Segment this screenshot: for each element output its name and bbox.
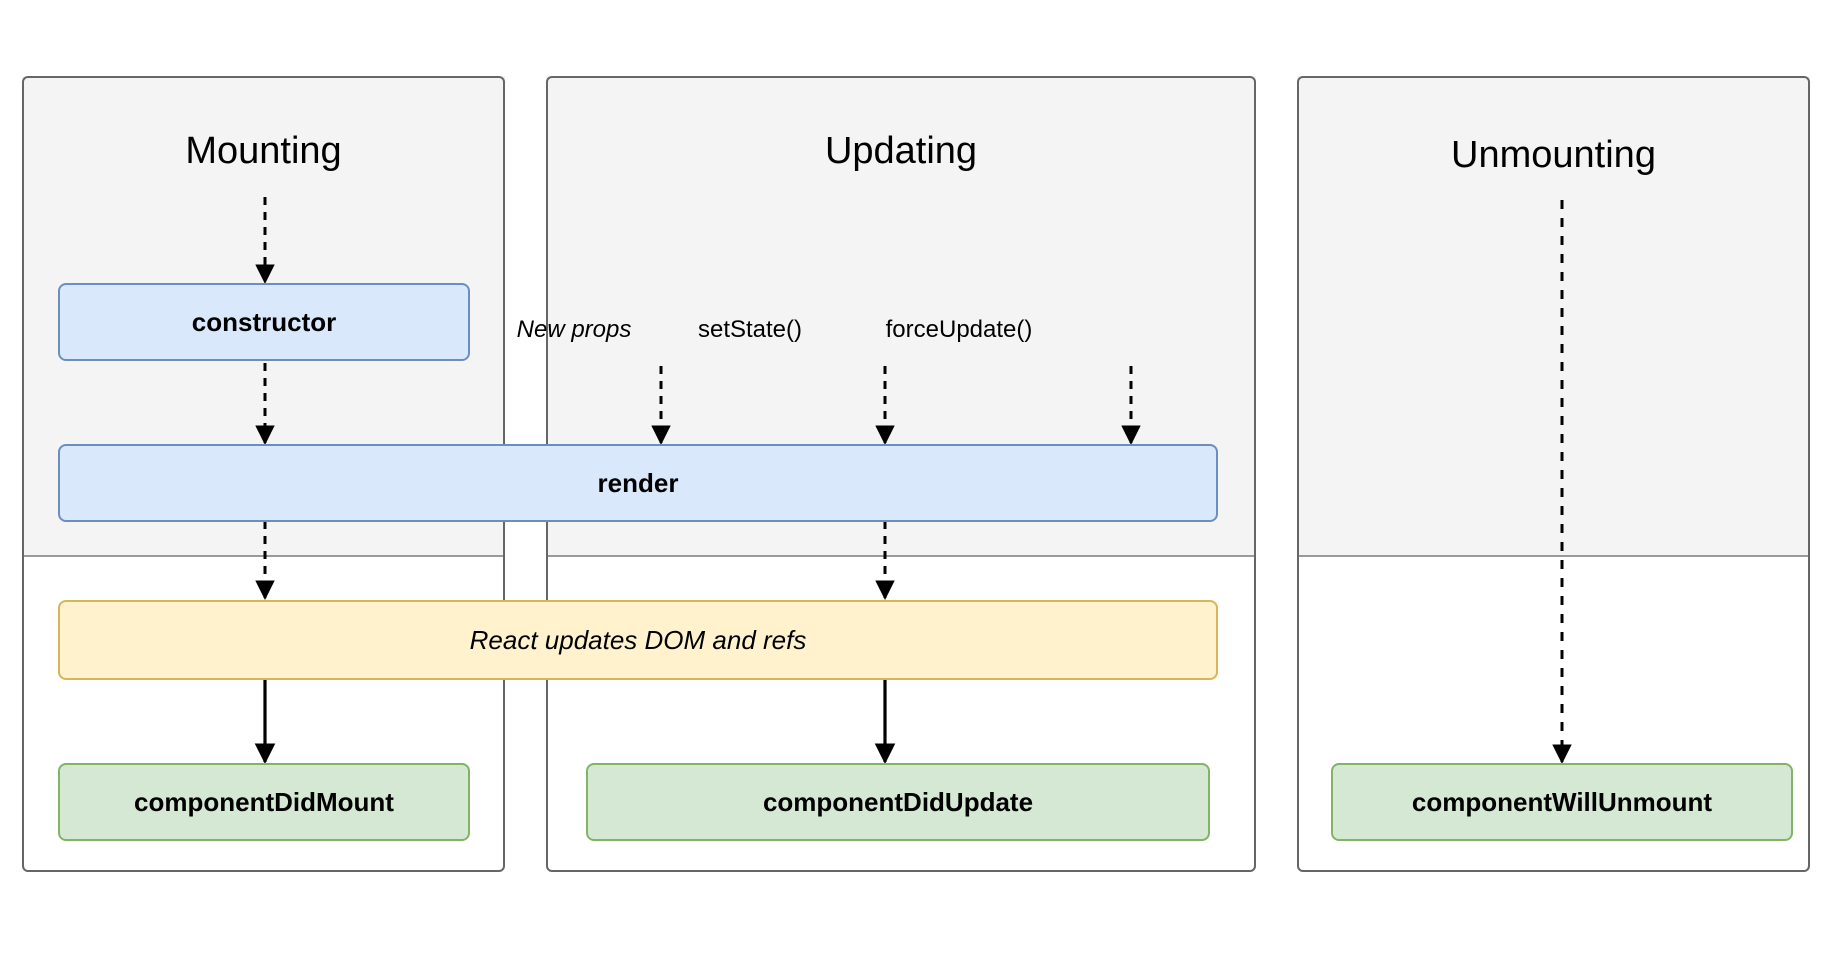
node-component-did-mount-label: componentDidMount — [134, 786, 394, 817]
phase-title-unmounting: Unmounting — [1451, 134, 1656, 176]
trigger-label-set-state: setState() — [697, 316, 803, 343]
node-component-did-mount[interactable]: componentDidMount — [58, 763, 470, 841]
node-react-updates-dom-and-refs[interactable]: React updates DOM and refs — [58, 600, 1218, 680]
unmounting-phase-divider — [1297, 555, 1810, 557]
node-constructor-label: constructor — [191, 306, 337, 337]
node-react-updates-label: React updates DOM and refs — [469, 624, 807, 655]
trigger-label-new-props: New props — [516, 316, 632, 343]
unmounting-render-phase-fill — [1297, 76, 1810, 555]
trigger-label-force-update: forceUpdate() — [885, 316, 1033, 343]
node-component-did-update[interactable]: componentDidUpdate — [586, 763, 1210, 841]
updating-phase-divider — [546, 555, 1256, 557]
phase-title-mounting: Mounting — [185, 130, 342, 172]
node-constructor[interactable]: constructor — [58, 283, 470, 361]
node-render[interactable]: render — [58, 444, 1218, 522]
node-component-will-unmount[interactable]: componentWillUnmount — [1331, 763, 1793, 841]
node-render-label: render — [597, 467, 679, 498]
node-component-will-unmount-label: componentWillUnmount — [1411, 786, 1713, 817]
panel-unmounting — [1297, 76, 1810, 872]
phase-title-updating: Updating — [824, 130, 978, 172]
node-component-did-update-label: componentDidUpdate — [762, 786, 1034, 817]
